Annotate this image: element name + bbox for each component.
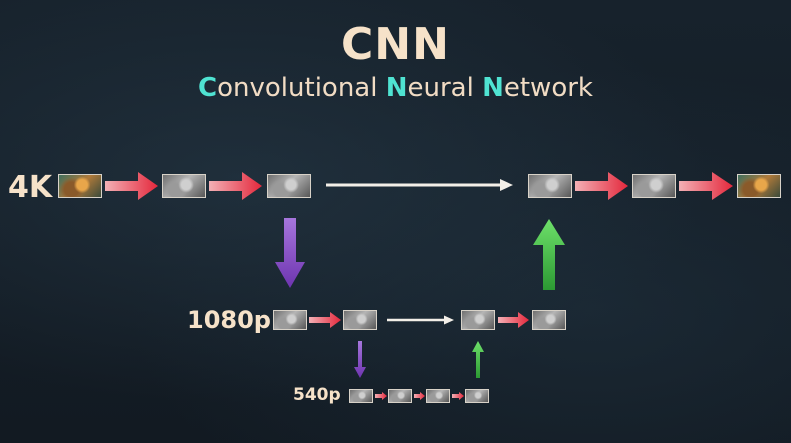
diagram-title: CNN <box>341 19 450 70</box>
conv-arrow-540p-3 <box>452 392 464 400</box>
feature-map-1080p-4 <box>532 310 566 330</box>
conv-arrow-1080p-2 <box>498 312 529 328</box>
feature-map-1080p-3 <box>461 310 495 330</box>
feature-map-540p-2 <box>388 389 412 403</box>
skip-arrow-1080p-head <box>444 315 454 325</box>
feature-map-4k-2 <box>267 174 311 198</box>
conv-arrow-4k-4 <box>679 172 733 200</box>
subtitle-text: etwork <box>503 73 593 103</box>
diagram-subtitle: Convolutional Neural Network <box>0 70 791 106</box>
subtitle-initial: N <box>482 73 504 103</box>
conv-arrow-4k-3 <box>575 172 628 200</box>
feature-map-540p-4 <box>465 389 489 403</box>
downsample-arrow-1080p <box>354 341 366 378</box>
feature-map-4k-3 <box>528 174 572 198</box>
subtitle-text: onvolutional <box>217 73 386 103</box>
upsample-arrow-540p <box>472 341 484 378</box>
conv-arrow-4k-1 <box>105 172 158 200</box>
level-label-1080p: 1080p <box>187 306 271 334</box>
feature-map-4k-1 <box>162 174 206 198</box>
feature-map-540p-3 <box>426 389 450 403</box>
subtitle-initial: C <box>198 73 218 103</box>
downsample-arrow-4k <box>275 218 305 288</box>
feature-map-1080p-2 <box>343 310 377 330</box>
conv-arrow-540p-1 <box>375 392 387 400</box>
image-4k-output <box>737 174 781 198</box>
subtitle-initial: N <box>385 73 408 103</box>
level-label-4k: 4K <box>8 170 53 205</box>
subtitle-text: eural <box>407 73 483 103</box>
conv-arrow-540p-2 <box>414 392 425 400</box>
feature-map-4k-4 <box>632 174 676 198</box>
feature-map-540p-1 <box>349 389 373 403</box>
skip-arrow-4k-head <box>500 179 513 191</box>
conv-arrow-1080p-1 <box>309 312 341 328</box>
level-label-540p: 540p <box>293 385 341 405</box>
image-4k-input <box>58 174 102 198</box>
conv-arrow-4k-2 <box>209 172 262 200</box>
upsample-arrow-1080p <box>533 219 565 290</box>
feature-map-1080p-1 <box>273 310 307 330</box>
